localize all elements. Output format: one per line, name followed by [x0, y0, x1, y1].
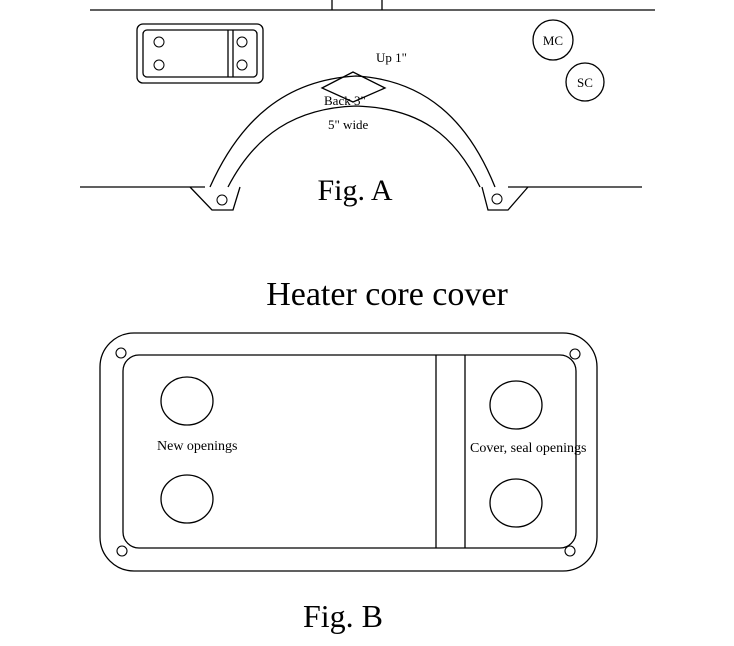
section-title: Heater core cover: [266, 276, 508, 313]
mc-label: MC: [543, 33, 563, 48]
tunnel-hump-inner: [227, 105, 481, 188]
bolt-hole-bottom-left: [116, 545, 128, 557]
new-opening-bottom: [160, 474, 214, 524]
cover-outer-plate: [99, 332, 598, 572]
new-opening-top: [160, 376, 214, 426]
existing-opening-top: [489, 380, 543, 430]
fig-a: MC SC Up 1" Back 3" 5" wide Fig. A: [80, 0, 655, 211]
sc-label: SC: [577, 75, 593, 90]
label-new-openings: New openings: [157, 439, 238, 454]
fig-b: New openings Cover, seal openings Fig. B: [99, 332, 598, 634]
label-up: Up 1": [376, 50, 407, 65]
bolt-hole-top-left: [115, 347, 127, 359]
bolt-hole-top-right: [569, 348, 581, 360]
diamond-notch: [320, 71, 387, 103]
right-mount-tab: [481, 186, 529, 211]
label-cover-seal: Cover, seal openings: [470, 441, 586, 456]
fig-b-caption: Fig. B: [303, 598, 383, 634]
existing-opening-bottom: [489, 478, 543, 528]
mc-marker: MC: [532, 19, 574, 61]
bolt-hole-bottom-right: [564, 545, 576, 557]
label-wide: 5" wide: [328, 117, 369, 132]
label-back: Back 3": [324, 93, 366, 108]
left-mount-tab: [189, 186, 241, 211]
tunnel-hump-outer: [209, 75, 496, 188]
small-cover-plate: [136, 23, 264, 84]
sc-marker: SC: [565, 62, 605, 102]
fig-a-caption: Fig. A: [317, 174, 392, 207]
cover-inner-plate: [122, 354, 577, 549]
